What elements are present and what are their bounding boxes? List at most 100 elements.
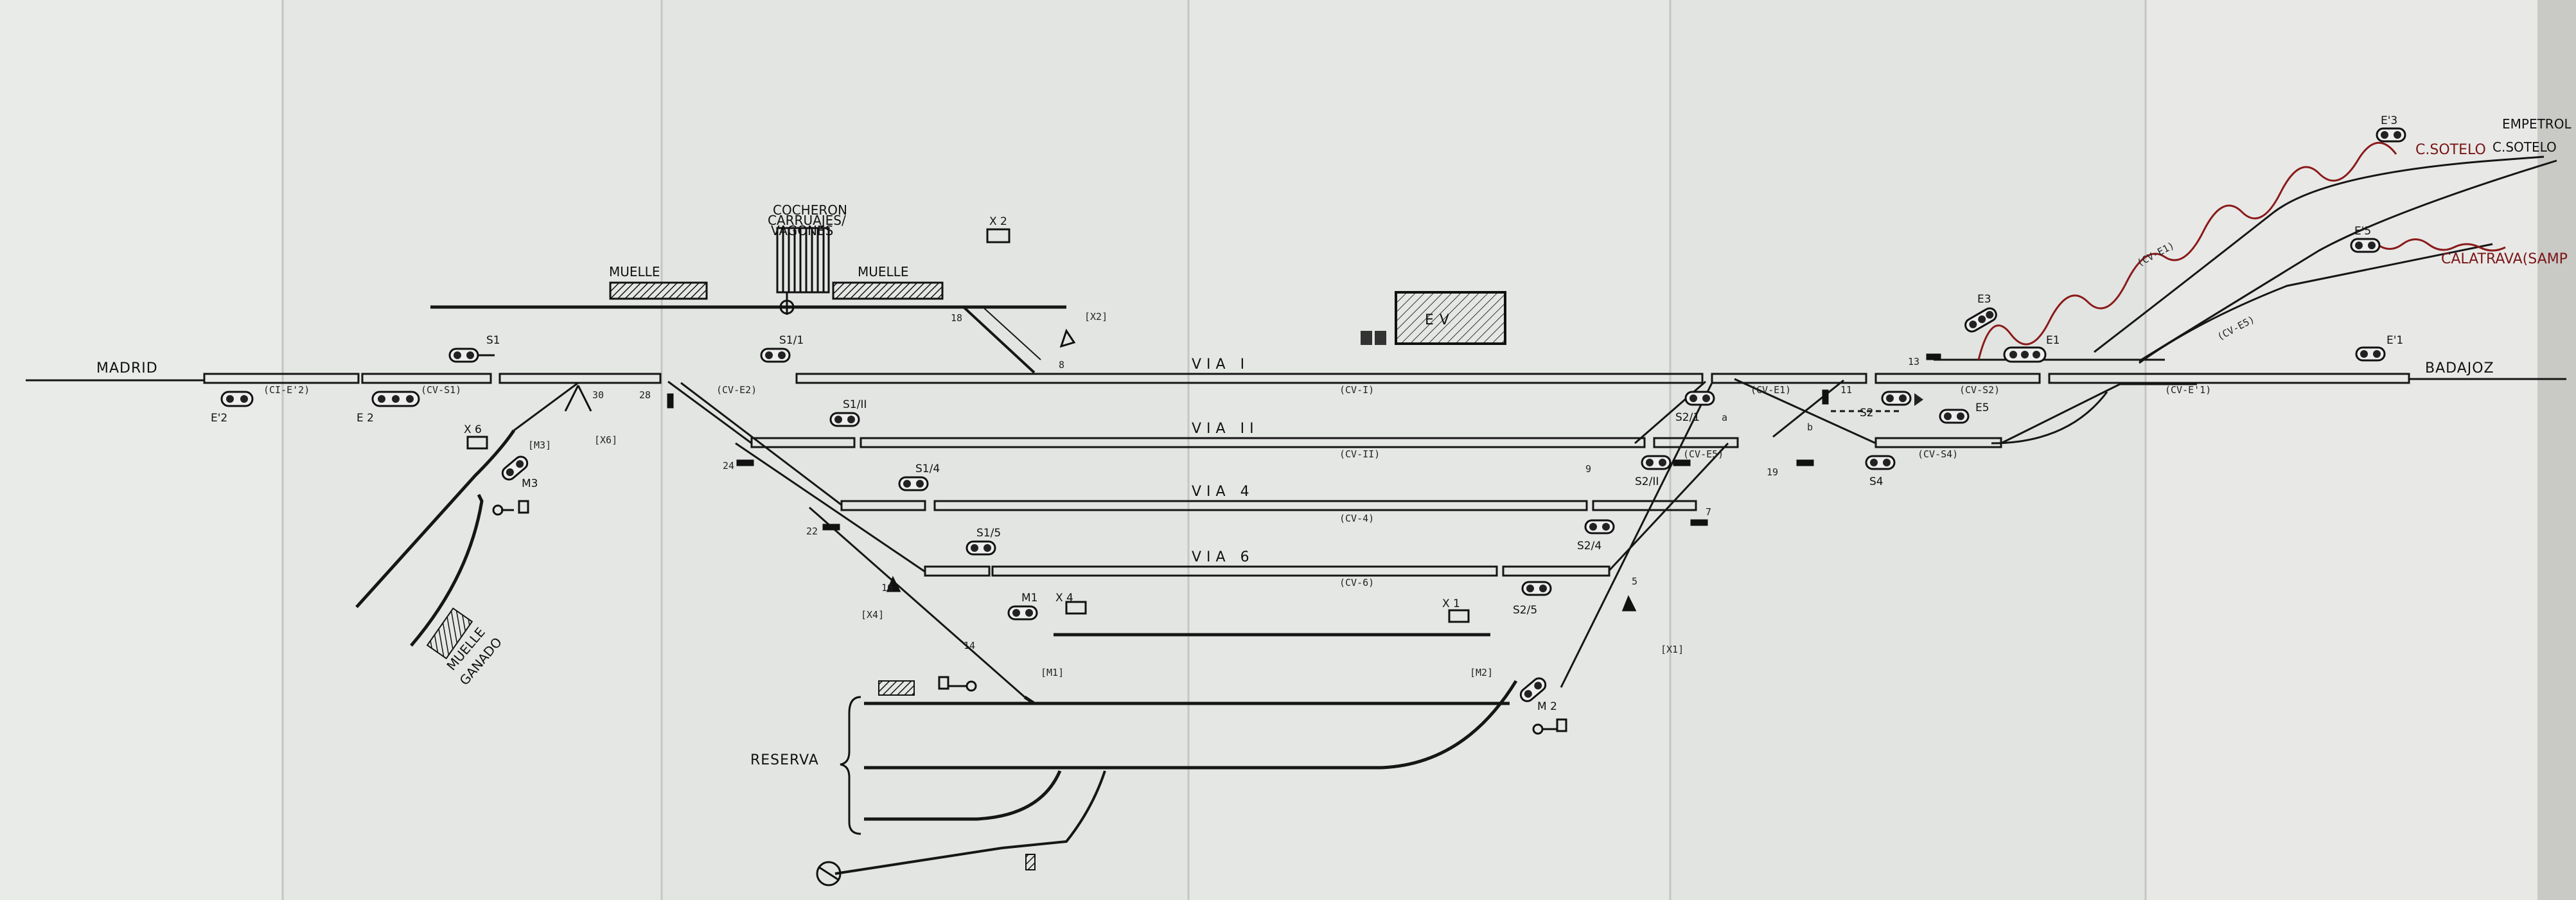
via-4-east	[1592, 500, 1697, 511]
switch-5: 5	[1632, 576, 1637, 587]
label-e-2: E'2	[211, 412, 227, 425]
label-s1-1: S1/1	[779, 334, 804, 347]
muelle-1-label: MUELLE	[609, 264, 660, 279]
via-2	[860, 437, 1646, 448]
signal-heads	[220, 127, 2406, 702]
reserva-track-2	[864, 680, 1518, 770]
signal-m2	[1519, 677, 1547, 702]
circuit-cv-e1	[1711, 373, 1867, 384]
label-s1-ii: S1/II	[843, 398, 867, 411]
paper-folds	[281, 0, 2147, 900]
ev-label: E V	[1425, 312, 1450, 328]
box-m2: [M2]	[1470, 667, 1493, 678]
circuit-label-cv-s4: (CV-S4)	[1918, 448, 1958, 460]
label-s1: S1	[486, 334, 500, 347]
muelle-2-platform	[832, 281, 944, 300]
via-6	[991, 565, 1498, 577]
marker-boxes	[466, 228, 1567, 735]
paper-edge	[2537, 0, 2576, 900]
circuit-label-cv-i: (CV-I)	[1339, 384, 1374, 396]
via-6-label: VIA 6	[1192, 549, 1255, 565]
reserva-track-4	[834, 770, 1106, 875]
sotelo-label-red: C.SOTELO	[2415, 142, 2486, 158]
switch-11: 11	[1840, 384, 1852, 396]
signal-s1-5	[966, 540, 996, 556]
panel-icon	[1361, 331, 1372, 345]
circuit-cv-e2	[498, 373, 662, 384]
circuit-cv-e5	[1653, 437, 1739, 448]
paper-panel	[1670, 0, 2146, 900]
via-1-label: VIA I	[1192, 357, 1249, 373]
label-x2: X 2	[989, 215, 1007, 228]
label-s2-ii: S2/II	[1635, 475, 1659, 488]
station-badajoz: BADAJOZ	[2425, 360, 2494, 376]
signal-m3	[501, 455, 529, 481]
switch-8: 8	[1059, 359, 1064, 371]
label-e5: E5	[1975, 401, 1989, 414]
structures	[426, 227, 1506, 887]
via-1	[795, 373, 1704, 384]
box-m1: [M1]	[1041, 667, 1064, 678]
reserva-label: RESERVA	[750, 752, 819, 768]
label-e1: E1	[2046, 334, 2060, 347]
switch-9: 9	[1585, 463, 1591, 475]
signal-e5	[1939, 409, 1970, 424]
box-x6: [X6]	[594, 434, 617, 446]
switch-24: 24	[723, 460, 734, 472]
signal-s2-5	[1521, 581, 1552, 596]
buffer-block	[1025, 854, 1036, 870]
label-e2: E 2	[357, 412, 374, 425]
label-e3: E3	[1977, 293, 1991, 306]
switch-b: b	[1807, 421, 1813, 433]
empetrol-label: EMPETROL	[2502, 116, 2572, 132]
reserva-block	[878, 680, 915, 696]
switch-22: 22	[806, 525, 818, 537]
signal-e3	[1964, 307, 1997, 333]
via-4-label: VIA 4	[1192, 484, 1255, 500]
switch-18: 18	[951, 312, 962, 324]
signal-s2-4	[1584, 519, 1615, 534]
box-x2: [X2]	[1084, 311, 1107, 322]
box-x1: [X1]	[1661, 644, 1684, 655]
muelle-ganado-platform	[426, 607, 473, 660]
tracks	[26, 155, 2566, 875]
circuit-label-ci-e2: (CI-E'2)	[263, 384, 310, 396]
calatrava-label: CALATRAVA(SAMP	[2441, 251, 2568, 267]
circuit-label-cv-e-1: (CV-E'1)	[2165, 384, 2211, 396]
switch-16: 16	[881, 582, 893, 594]
signal-e-3	[2376, 127, 2406, 143]
signal-e2	[371, 391, 420, 407]
signal-s2-ii	[1641, 455, 1672, 470]
label-m3: M3	[522, 477, 538, 490]
signal-s2	[1881, 391, 1923, 406]
via-6-east	[1502, 565, 1610, 577]
signal-e-5	[2350, 238, 2381, 253]
ev-building	[1395, 291, 1506, 345]
switch-a: a	[1722, 412, 1727, 423]
circuit-label-cv-e1: (CV-E1)	[1751, 384, 1791, 396]
label-s2-1: S2/1	[1675, 411, 1700, 424]
switch-14: 14	[964, 640, 975, 651]
signal-s4	[1865, 455, 1896, 470]
cocheron-label-3: VAGONES	[771, 223, 833, 238]
signal-e1	[2003, 346, 2047, 363]
signal-s2-1	[1684, 391, 1715, 406]
paper-panel	[0, 0, 283, 900]
station-madrid: MADRID	[96, 360, 158, 376]
via-4-west	[840, 500, 926, 511]
muelle-1-platform	[609, 281, 708, 300]
signal-s1-ii	[829, 412, 860, 427]
label-s2-4: S2/4	[1577, 540, 1601, 552]
label-s1-5: S1/5	[976, 527, 1001, 540]
label-x6: X 6	[464, 423, 482, 436]
label-m2: M 2	[1537, 700, 1557, 713]
cocheron-building	[776, 227, 830, 294]
label-e-3: E'3	[2381, 114, 2397, 127]
cocheron-label-1: COCHERON	[773, 202, 847, 218]
sotelo-label-black: C.SOTELO	[2492, 139, 2557, 155]
red-catenary-line	[1977, 141, 2397, 360]
circuit-label-cv-4: (CV-4)	[1339, 513, 1374, 524]
label-s1-4: S1/4	[915, 463, 940, 475]
label-e-1: E'1	[2386, 334, 2403, 347]
